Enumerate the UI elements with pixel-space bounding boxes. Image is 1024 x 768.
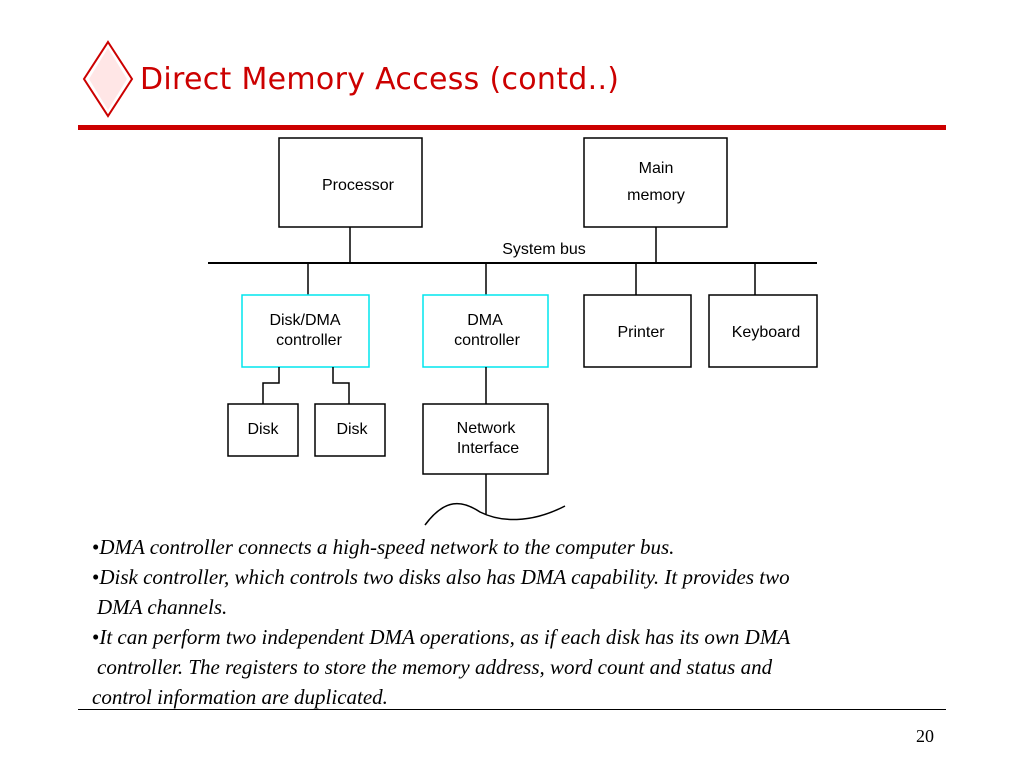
disk-dma-label-line2: controller bbox=[276, 332, 342, 349]
bullet-3-text-line3: control information are duplicated. bbox=[92, 685, 388, 709]
network-wave bbox=[424, 502, 566, 526]
main-memory-label-line1: Main bbox=[639, 160, 674, 177]
keyboard-box bbox=[708, 294, 818, 368]
bullet-item-3: •It can perform two independent DMA oper… bbox=[92, 625, 791, 649]
disk2-label: Disk bbox=[336, 421, 368, 438]
processor-box bbox=[278, 137, 423, 228]
disk-dma-controller-box bbox=[241, 294, 370, 368]
diamond-bullet-icon bbox=[82, 40, 134, 118]
dma-label-line1: DMA bbox=[467, 312, 503, 329]
bullet-item-2: •Disk controller, which controls two dis… bbox=[92, 565, 790, 589]
bullet-list: •DMA controller connects a high-speed ne… bbox=[92, 532, 962, 712]
bullet-2-text-line2: DMA channels. bbox=[97, 595, 228, 619]
printer-label: Printer bbox=[617, 324, 665, 341]
printer-box bbox=[583, 294, 692, 368]
system-bus-label: System bus bbox=[502, 241, 586, 258]
bullet-3-text-line1: It can perform two independent DMA opera… bbox=[99, 625, 791, 649]
dma-controller-box bbox=[422, 294, 549, 368]
disk1-box bbox=[227, 403, 299, 457]
bullet-3-text-line2: controller. The registers to store the m… bbox=[97, 655, 773, 679]
bullet-item-1: •DMA controller connects a high-speed ne… bbox=[92, 535, 675, 559]
network-label-line2: Interface bbox=[457, 440, 519, 457]
main-memory-box bbox=[583, 137, 728, 228]
keyboard-label: Keyboard bbox=[732, 324, 801, 341]
footer-divider bbox=[78, 709, 946, 710]
bullet-1-text: DMA controller connects a high-speed net… bbox=[99, 535, 675, 559]
network-label-line1: Network bbox=[457, 420, 517, 437]
disk1-link bbox=[262, 367, 280, 404]
main-memory-label-line2: memory bbox=[627, 187, 685, 204]
title-divider bbox=[78, 125, 946, 130]
disk2-link bbox=[332, 367, 350, 404]
page-title: Direct Memory Access (contd..) bbox=[140, 62, 620, 97]
bullet-2-text-line1: Disk controller, which controls two disk… bbox=[99, 565, 790, 589]
page-number: 20 bbox=[916, 726, 934, 746]
disk-dma-label-line1: Disk/DMA bbox=[269, 312, 340, 329]
network-interface-box bbox=[422, 403, 549, 475]
disk2-box bbox=[314, 403, 386, 457]
processor-label: Processor bbox=[322, 177, 395, 194]
dma-label-line2: controller bbox=[454, 332, 520, 349]
disk1-label: Disk bbox=[247, 421, 279, 438]
